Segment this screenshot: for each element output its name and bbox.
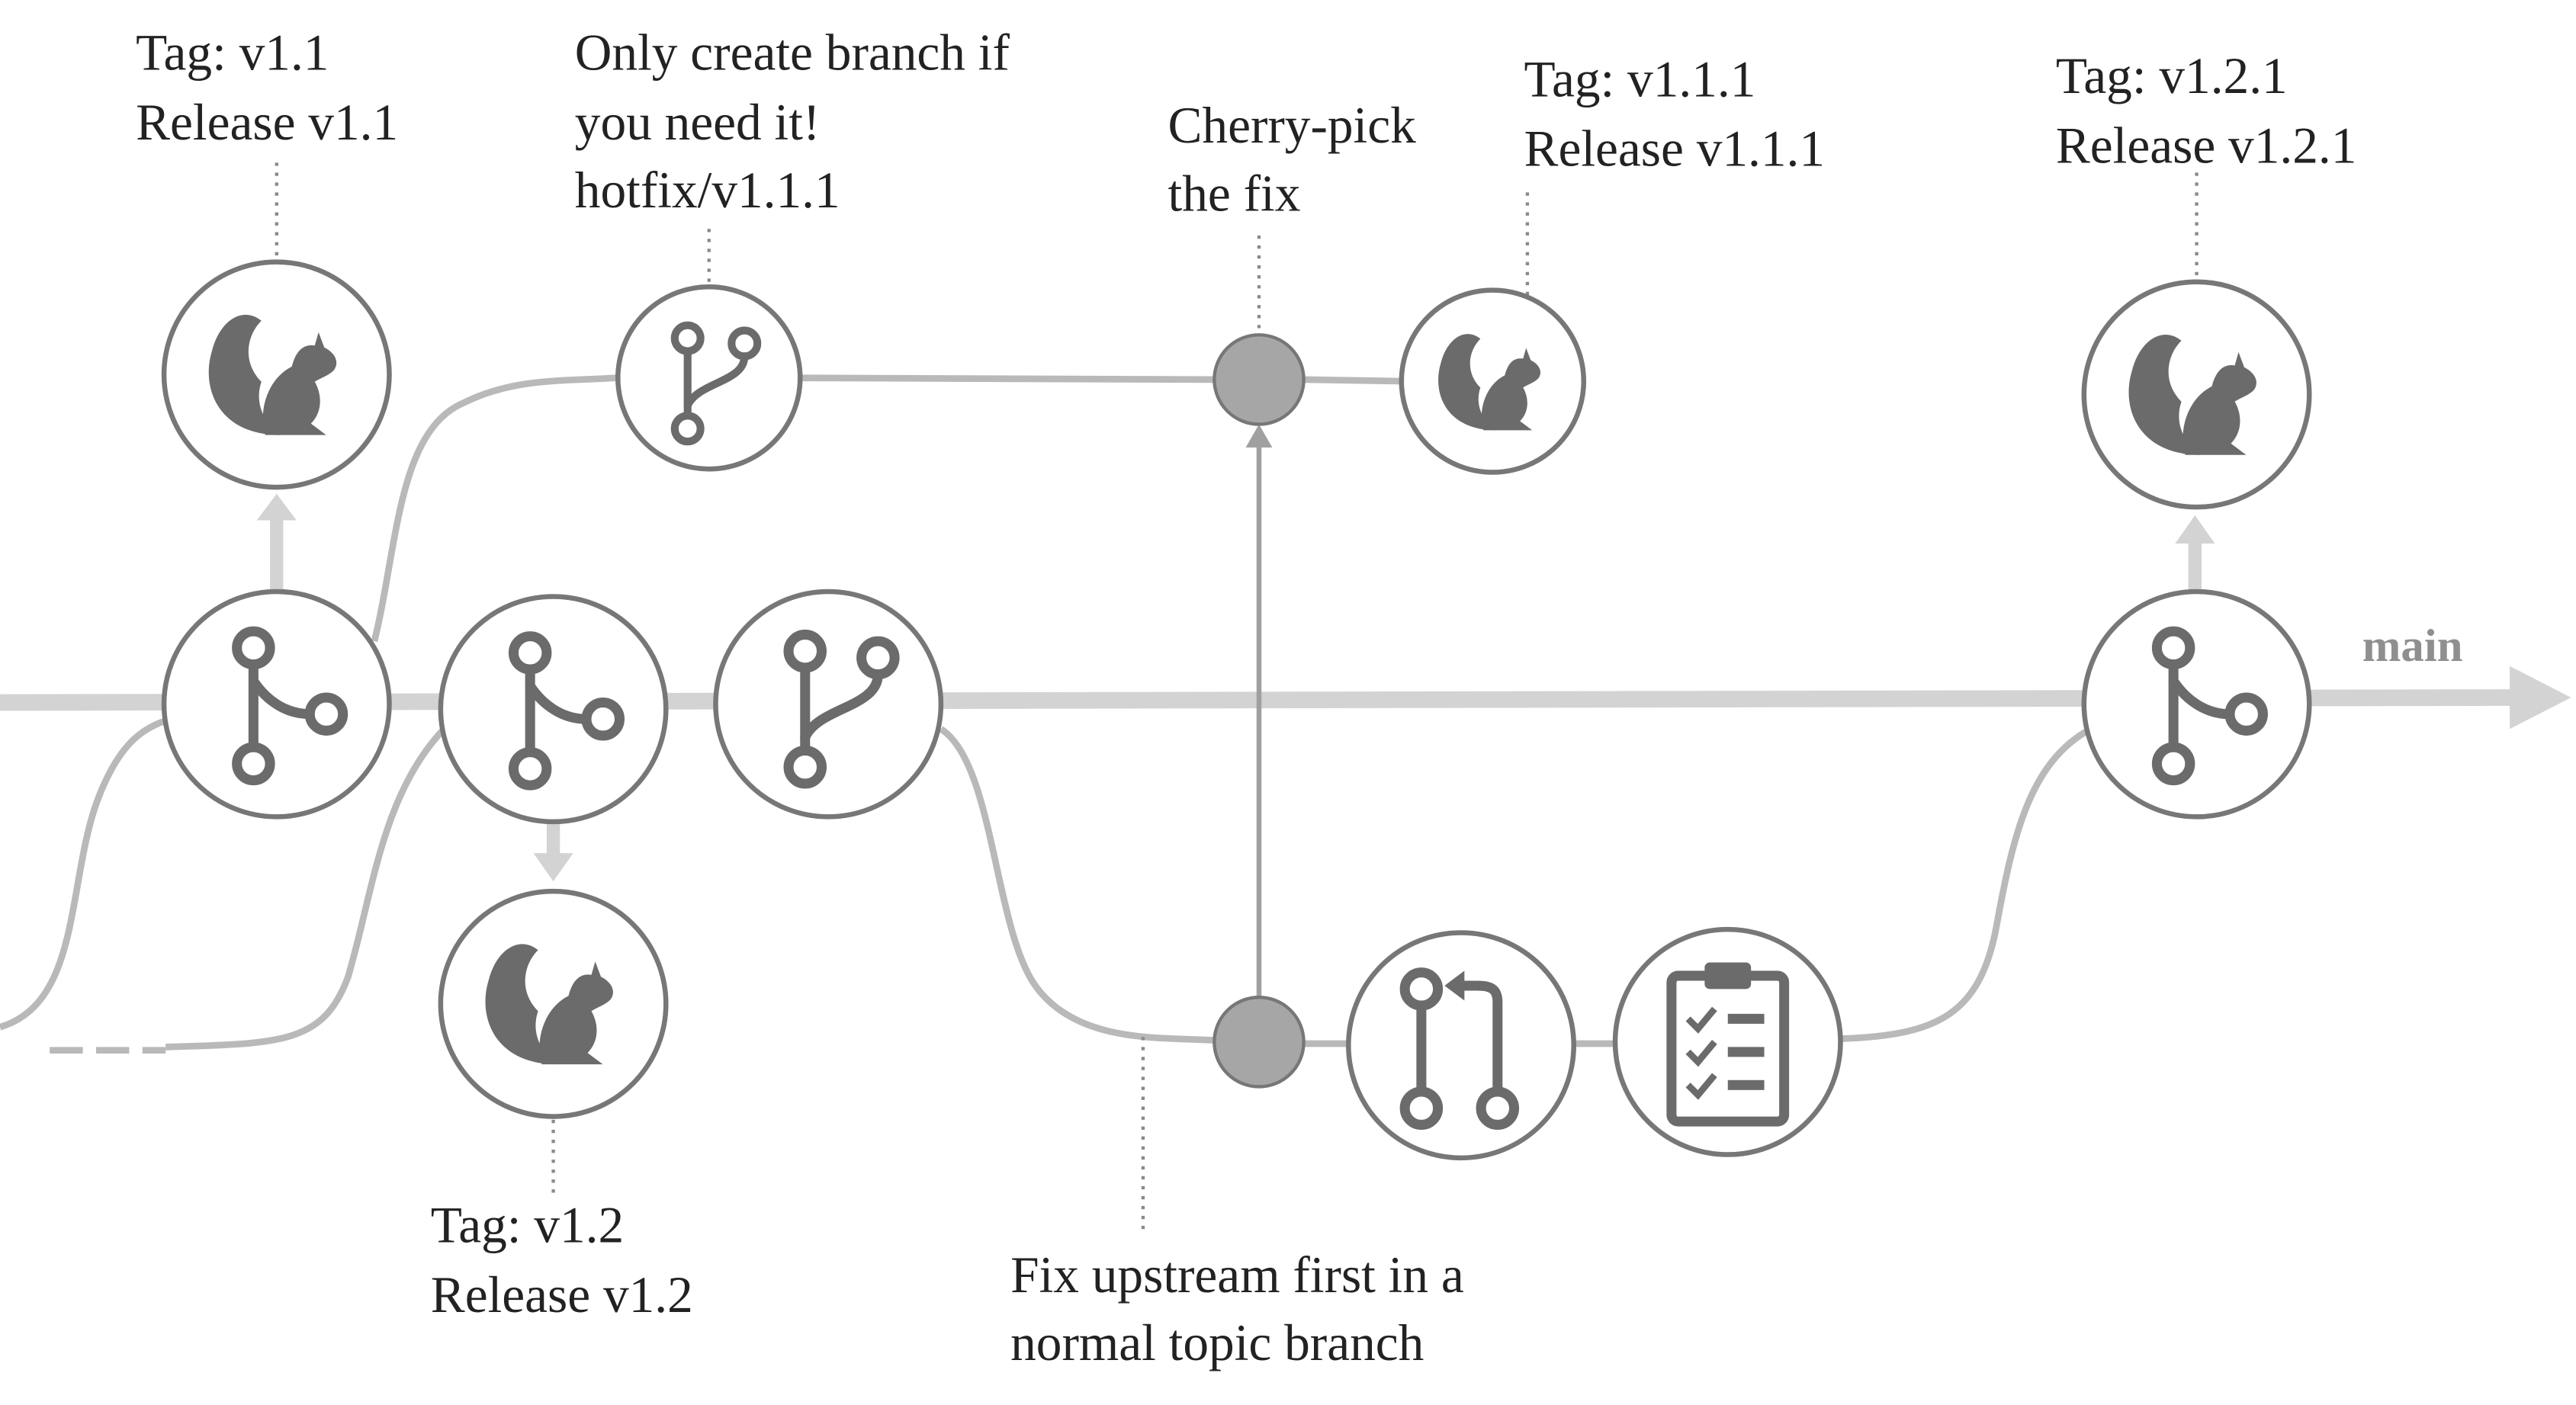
hotfix-branch-line xyxy=(801,374,1216,383)
fix-commit xyxy=(1213,996,1306,1089)
annotations: main Tag: v1.1 Release v1.1 Only create … xyxy=(136,24,2462,1371)
pull-request-node xyxy=(1346,930,1576,1161)
annotation-line: you need it! xyxy=(575,94,821,151)
annotation-line: Tag: v1.1 xyxy=(136,24,329,82)
cherry-pick-commit xyxy=(1213,333,1306,426)
annotation-line: Release v1.2.1 xyxy=(2056,117,2357,174)
annotation-cherry-pick: Cherry-pick the fix xyxy=(1168,97,1417,222)
main-arrowhead xyxy=(2510,666,2571,730)
topic-branch-curve xyxy=(939,726,1215,1044)
release-v1-2-1-squirrel-node xyxy=(2081,279,2312,510)
branch-node-main xyxy=(713,589,944,820)
annotation-tag-v1-1: Tag: v1.1 Release v1.1 xyxy=(136,24,398,151)
tag-arrow-v1-2 xyxy=(533,823,573,882)
incoming-branch-curve-2 xyxy=(165,727,447,1051)
annotation-line: the fix xyxy=(1168,165,1301,222)
release-v1-1-1-squirrel-node xyxy=(1399,287,1587,475)
annotation-line: Only create branch if xyxy=(575,24,1010,82)
hotfix-to-release-line xyxy=(1303,376,1404,385)
checklist-node xyxy=(1612,926,1843,1157)
hotfix-branch-node xyxy=(615,284,803,472)
annotation-tag-v1-2: Tag: v1.2 Release v1.2 xyxy=(431,1197,693,1323)
leader-lines xyxy=(275,162,2199,1230)
annotation-line: Fix upstream first in a xyxy=(1010,1246,1464,1304)
annotation-tag-v1-2-1: Tag: v1.2.1 Release v1.2.1 xyxy=(2056,47,2357,174)
tag-arrow-v1-1 xyxy=(256,493,297,590)
merge-node-1 xyxy=(161,589,392,820)
incoming-branch-curve-1 xyxy=(0,717,167,1031)
nodes xyxy=(161,259,2312,1161)
main-branch-label: main xyxy=(2362,621,2463,672)
annotation-hotfix-note: Only create branch if you need it! hotfi… xyxy=(575,24,1010,219)
annotation-tag-v1-1-1: Tag: v1.1.1 Release v1.1.1 xyxy=(1524,50,1826,177)
annotation-line: Cherry-pick xyxy=(1168,97,1417,154)
annotation-line: Tag: v1.2.1 xyxy=(2056,47,2288,104)
release-v1-1-squirrel-node xyxy=(161,259,392,490)
annotation-line: Release v1.1.1 xyxy=(1524,120,1826,178)
annotation-line: Tag: v1.1.1 xyxy=(1524,50,1756,107)
merge-node-2 xyxy=(438,594,669,825)
topic-merge-curve xyxy=(1842,726,2093,1042)
annotation-line: normal topic branch xyxy=(1010,1314,1424,1371)
annotation-line: hotfix/v1.1.1 xyxy=(575,162,840,219)
release-v1-2-squirrel-node xyxy=(438,888,669,1119)
annotation-line: Tag: v1.2 xyxy=(431,1197,624,1254)
annotation-line: Release v1.2 xyxy=(431,1266,693,1323)
merge-node-3 xyxy=(2081,589,2312,820)
hotfix-branch-curve xyxy=(371,374,617,643)
annotation-line: Release v1.1 xyxy=(136,94,398,151)
cherry-pick-arrowhead xyxy=(1245,424,1273,447)
tag-arrow-v1-2-1 xyxy=(2175,515,2215,592)
annotation-fix-upstream: Fix upstream first in a normal topic bra… xyxy=(1010,1246,1464,1371)
